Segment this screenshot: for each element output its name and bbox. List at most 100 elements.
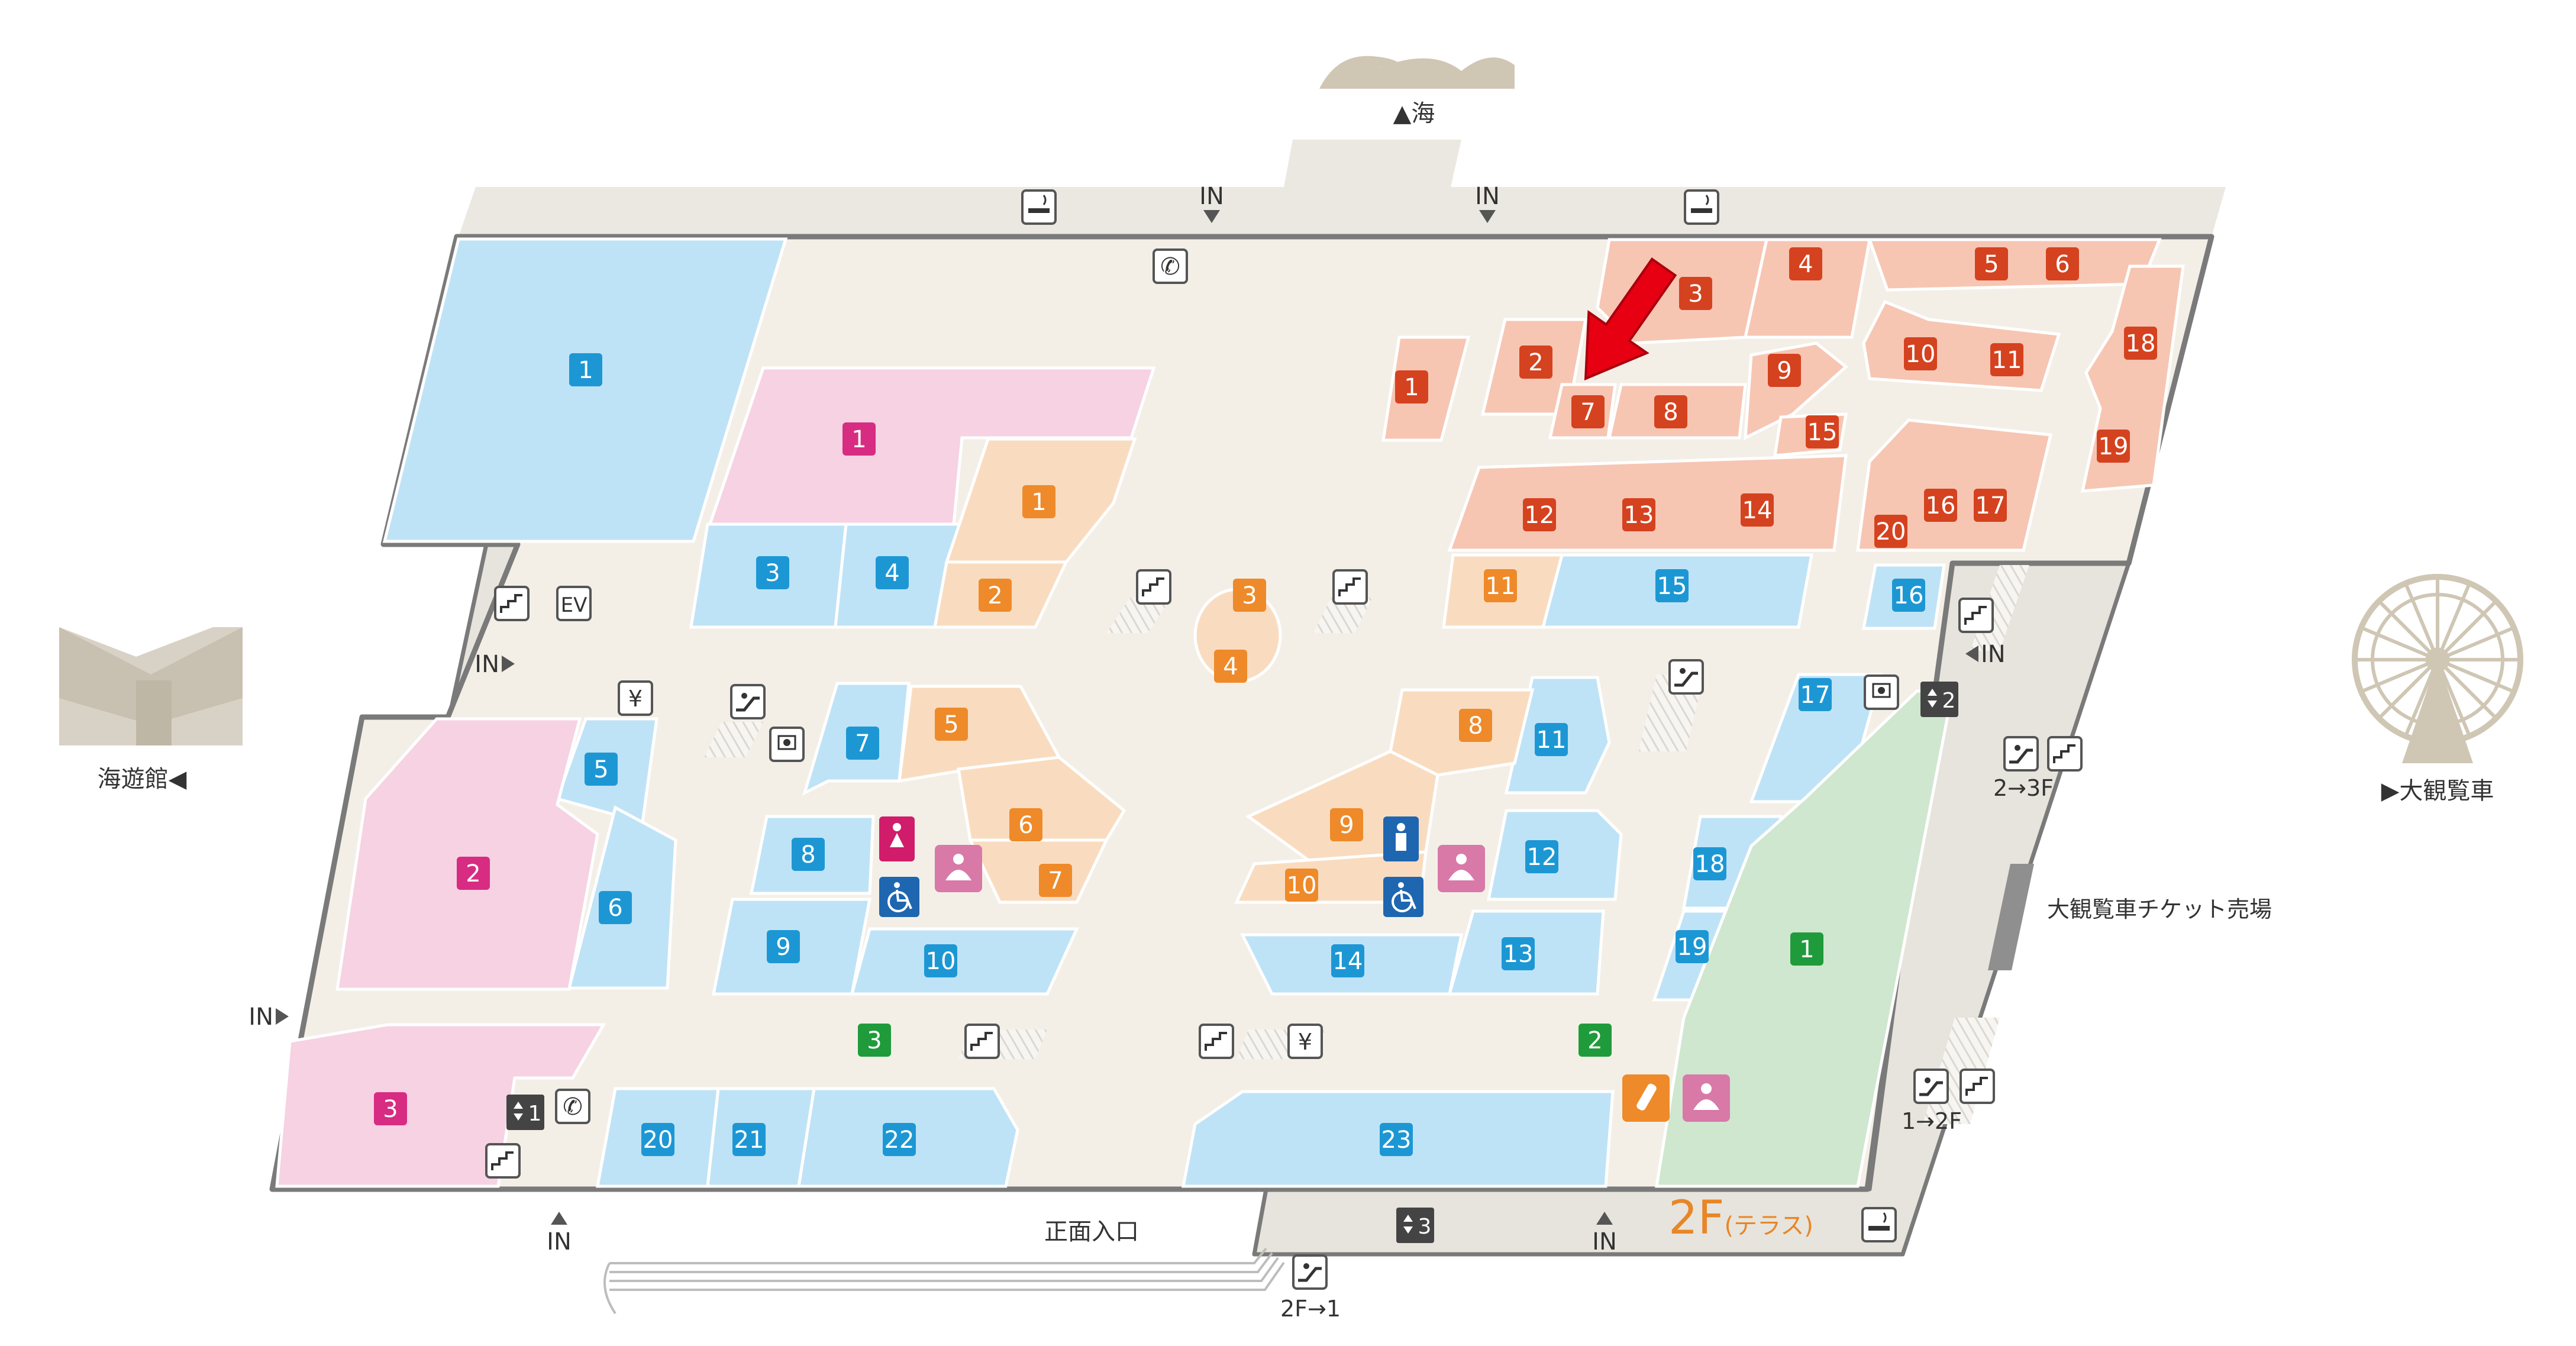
store-badge-blue-5[interactable]: 5	[585, 753, 618, 786]
phone-icon-bottom[interactable]: ✆	[555, 1089, 590, 1124]
store-badge-orange-5[interactable]: 5	[935, 708, 968, 741]
entrance-left-lower[interactable]: IN	[248, 1003, 289, 1031]
entrance-bottom-left[interactable]: IN	[547, 1212, 572, 1255]
restroom-female-icon[interactable]	[879, 816, 915, 861]
store-badge-blue-14[interactable]: 14	[1331, 944, 1364, 977]
stairs-icon-right[interactable]	[1958, 598, 1994, 633]
store-badge-red-20[interactable]: 20	[1874, 515, 1907, 548]
accessible-restroom-icon-left[interactable]	[879, 877, 919, 917]
store-badge-blue-12[interactable]: 12	[1525, 840, 1558, 873]
store-badge-blue-6[interactable]: 6	[599, 891, 632, 924]
store-badge-blue-23[interactable]: 23	[1380, 1123, 1413, 1156]
store-badge-red-3[interactable]: 3	[1679, 277, 1712, 310]
store-badge-blue-15[interactable]: 15	[1655, 569, 1689, 602]
escalator-icon-2-1[interactable]	[1292, 1254, 1328, 1290]
store-badge-red-1[interactable]: 1	[1395, 370, 1428, 404]
stairs-icon-right-up[interactable]	[2047, 736, 2083, 772]
baby-care-icon-left[interactable]	[935, 845, 982, 892]
store-badge-red-15[interactable]: 15	[1806, 415, 1839, 448]
store-badge-blue-17[interactable]: 17	[1799, 678, 1832, 711]
smoking-area-icon-left[interactable]	[1021, 189, 1057, 225]
store-badge-orange-3[interactable]: 3	[1233, 579, 1266, 612]
store-badge-orange-7[interactable]: 7	[1039, 864, 1072, 897]
information-icon-right[interactable]	[1864, 674, 1899, 710]
smoking-area-icon-bottom[interactable]	[1861, 1207, 1897, 1242]
store-badge-red-8[interactable]: 8	[1654, 395, 1687, 428]
store-badge-blue-22[interactable]: 22	[883, 1123, 916, 1156]
store-badge-red-4[interactable]: 4	[1789, 247, 1822, 280]
store-badge-blue-20[interactable]: 20	[641, 1123, 674, 1156]
store-badge-red-18[interactable]: 18	[2124, 327, 2157, 360]
entrance-left-ev[interactable]: IN	[474, 651, 515, 678]
store-badge-blue-18[interactable]: 18	[1693, 847, 1726, 880]
store-badge-green-2[interactable]: 2	[1578, 1024, 1612, 1057]
store-badge-red-2[interactable]: 2	[1519, 346, 1552, 379]
store-badge-blue-4[interactable]: 4	[876, 556, 909, 589]
escalator-icon-right[interactable]	[1668, 659, 1704, 695]
store-badge-red-17[interactable]: 17	[1974, 489, 2007, 522]
store-badge-red-5[interactable]: 5	[1975, 247, 2008, 280]
store-badge-orange-10[interactable]: 10	[1285, 869, 1318, 902]
store-badge-red-16[interactable]: 16	[1924, 489, 1957, 522]
escalator-icon-1-2[interactable]	[1913, 1069, 1949, 1104]
store-badge-orange-4[interactable]: 4	[1214, 650, 1247, 683]
store-badge-pink-2[interactable]: 2	[457, 857, 490, 890]
store-badge-blue-13[interactable]: 13	[1502, 937, 1535, 970]
atm-icon-left[interactable]: ¥	[618, 680, 653, 716]
elevator-icon-1[interactable]: 1	[506, 1095, 544, 1130]
store-badge-orange-6[interactable]: 6	[1009, 808, 1042, 841]
elevator-icon-3[interactable]: 3	[1396, 1208, 1434, 1243]
baby-care-icon-right[interactable]	[1683, 1074, 1730, 1122]
restroom-male-icon[interactable]	[1383, 816, 1419, 861]
atm-icon-bottom[interactable]: ¥	[1287, 1024, 1323, 1059]
stairs-icon-right-lower[interactable]	[1960, 1069, 1995, 1104]
entrance-top-1[interactable]: IN	[1199, 183, 1224, 223]
store-badge-green-3[interactable]: 3	[858, 1024, 891, 1057]
information-icon-left[interactable]	[769, 727, 805, 762]
store-badge-blue-9[interactable]: 9	[767, 930, 800, 963]
store-badge-blue-19[interactable]: 19	[1676, 930, 1709, 963]
store-badge-pink-3[interactable]: 3	[374, 1092, 407, 1125]
nursing-bottle-icon[interactable]	[1622, 1074, 1670, 1122]
store-badge-blue-3[interactable]: 3	[756, 556, 789, 589]
store-badge-red-19[interactable]: 19	[2097, 430, 2130, 463]
store-badge-blue-11[interactable]: 11	[1535, 723, 1568, 756]
elevator-ev-label[interactable]: EV	[556, 586, 592, 621]
entrance-top-2[interactable]: IN	[1475, 183, 1500, 223]
store-badge-blue-21[interactable]: 21	[732, 1123, 766, 1156]
store-badge-blue-10[interactable]: 10	[924, 944, 957, 977]
stairs-icon-bottom-left[interactable]	[964, 1024, 1000, 1059]
store-badge-red-7[interactable]: 7	[1571, 395, 1605, 428]
stairs-icon-ev[interactable]	[494, 586, 530, 621]
escalator-icon-2-3[interactable]	[2003, 736, 2039, 772]
entrance-right[interactable]: IN	[1965, 641, 2006, 668]
stairs-icon-bottom-center[interactable]	[1199, 1024, 1234, 1059]
baby-care-icon-center[interactable]	[1438, 845, 1485, 892]
stairs-icon-center-left[interactable]	[1136, 569, 1171, 605]
entrance-bottom-right[interactable]: IN	[1592, 1212, 1617, 1255]
store-badge-red-14[interactable]: 14	[1741, 493, 1774, 527]
store-badge-orange-2[interactable]: 2	[979, 579, 1012, 612]
store-badge-blue-1[interactable]: 1	[569, 353, 602, 386]
store-badge-blue-16[interactable]: 16	[1892, 579, 1925, 612]
elevator-icon-2[interactable]: 2	[1920, 682, 1958, 717]
store-badge-red-9[interactable]: 9	[1768, 354, 1801, 387]
store-badge-blue-7[interactable]: 7	[846, 727, 879, 760]
stairs-icon-center-right[interactable]	[1332, 569, 1368, 605]
escalator-icon-left[interactable]	[730, 684, 766, 719]
store-badge-blue-8[interactable]: 8	[792, 838, 825, 871]
store-badge-red-13[interactable]: 13	[1622, 498, 1655, 531]
store-badge-orange-1[interactable]: 1	[1022, 485, 1055, 518]
smoking-area-icon-right[interactable]	[1684, 189, 1719, 225]
accessible-restroom-icon-right[interactable]	[1383, 877, 1423, 917]
store-badge-red-6[interactable]: 6	[2046, 247, 2079, 280]
stairs-icon-bottom-corner[interactable]	[485, 1143, 521, 1179]
phone-icon-top[interactable]: ✆	[1153, 248, 1188, 284]
store-badge-red-10[interactable]: 10	[1904, 337, 1937, 370]
store-badge-orange-11[interactable]: 11	[1484, 569, 1517, 602]
store-badge-pink-1[interactable]: 1	[842, 422, 876, 456]
store-badge-red-11[interactable]: 11	[1990, 343, 2023, 376]
store-badge-red-12[interactable]: 12	[1523, 498, 1556, 531]
store-badge-orange-8[interactable]: 8	[1459, 709, 1492, 742]
store-badge-green-1[interactable]: 1	[1790, 932, 1823, 966]
